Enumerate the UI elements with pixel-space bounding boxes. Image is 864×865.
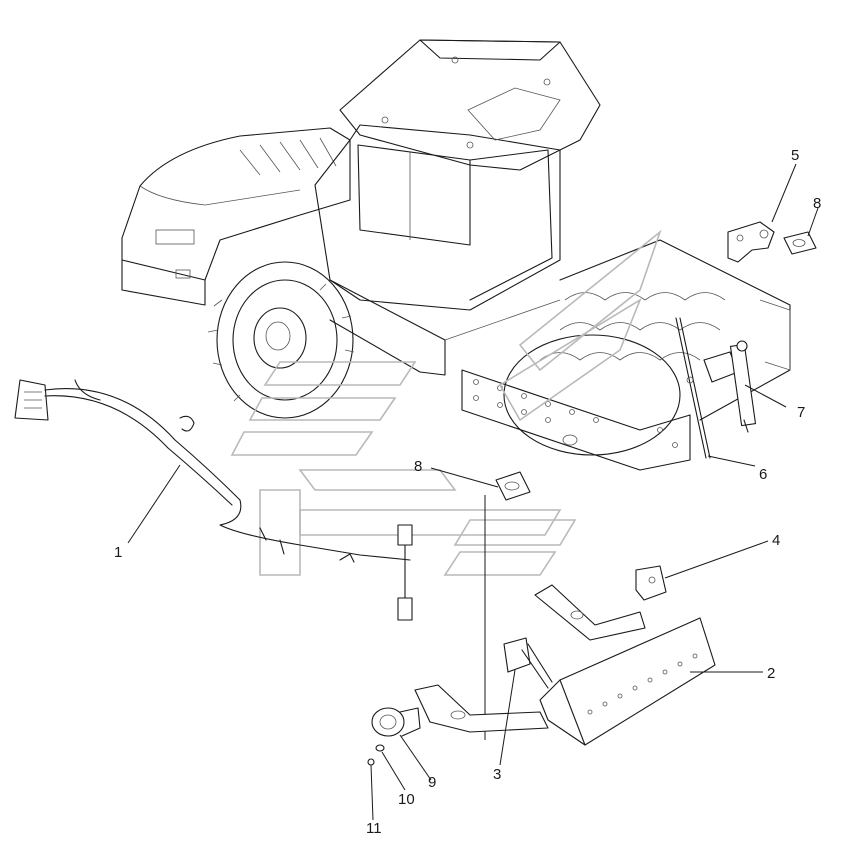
callout-9: 9	[428, 774, 436, 791]
frame-holes	[473, 379, 678, 448]
callout-labels: 1 2 3 4 5 6 7 8 8 9 10 11	[114, 147, 821, 837]
callout-5: 5	[791, 147, 799, 164]
callout-3: 3	[493, 766, 501, 783]
part-6-rod	[675, 317, 711, 459]
callout-8-center: 8	[414, 458, 422, 475]
part-2-blade	[414, 584, 716, 746]
callout-6: 6	[759, 466, 767, 483]
watermark-logo	[230, 229, 662, 576]
callout-4: 4	[772, 532, 780, 549]
part-5-bracket	[727, 221, 775, 263]
callout-11: 11	[366, 820, 382, 837]
part-3-bracket	[503, 637, 553, 689]
callout-10: 10	[398, 791, 415, 808]
parts-9-10-11	[367, 707, 421, 766]
wiring-harness	[14, 379, 413, 621]
blade-holes	[587, 653, 698, 715]
part-7-cylinder	[703, 340, 757, 433]
callout-2: 2	[767, 665, 775, 682]
part-4-bracket	[635, 565, 667, 601]
callout-leaders	[127, 163, 819, 821]
callout-8-upper: 8	[813, 195, 821, 212]
part-8-pad-center	[484, 471, 531, 740]
part-8-pad-upper	[783, 231, 817, 255]
callout-7: 7	[797, 404, 805, 421]
callout-1: 1	[114, 544, 122, 561]
roller-machine	[121, 39, 791, 471]
